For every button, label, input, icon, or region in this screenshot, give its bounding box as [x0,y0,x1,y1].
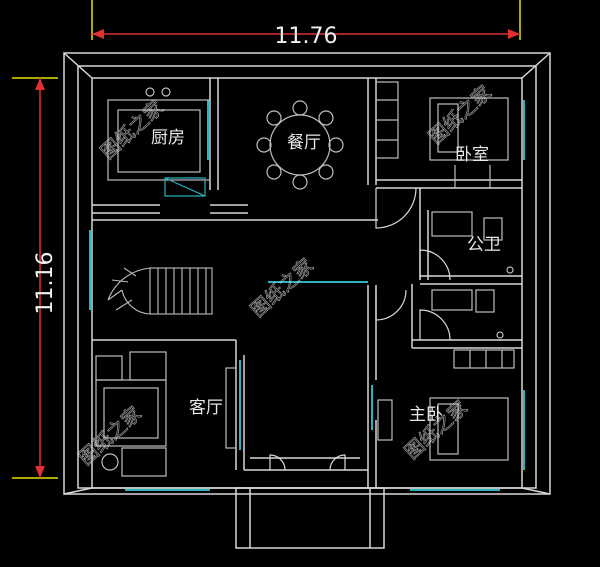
watermark-3: 图纸之家 [247,255,318,322]
room-label-dining: 餐厅 [287,133,321,153]
bathroom-fixtures [431,211,514,339]
room-label-master: 主卧 [409,405,443,425]
room-label-living: 客厅 [189,398,223,418]
windows [89,100,525,491]
interior-walls [92,78,522,549]
dining-table [256,100,344,190]
room-label-bathroom: 公卫 [467,235,501,255]
watermark-4: 图纸之家 [75,403,146,470]
living-sofa-set [95,351,237,477]
width-dimension: 11.76 [91,0,521,49]
bedroom-bed [375,81,509,188]
height-dimension-label: 11.16 [33,252,58,315]
width-dimension-label: 11.76 [275,24,338,49]
staircase [107,267,213,315]
master-bed [377,349,515,461]
watermark-2: 图纸之家 [425,82,496,149]
room-label-kitchen: 厨房 [151,128,185,148]
doors [269,187,451,471]
height-dimension: 11.16 [12,77,58,479]
kitchen-counter [107,87,211,197]
room-label-bedroom: 卧室 [455,145,489,165]
